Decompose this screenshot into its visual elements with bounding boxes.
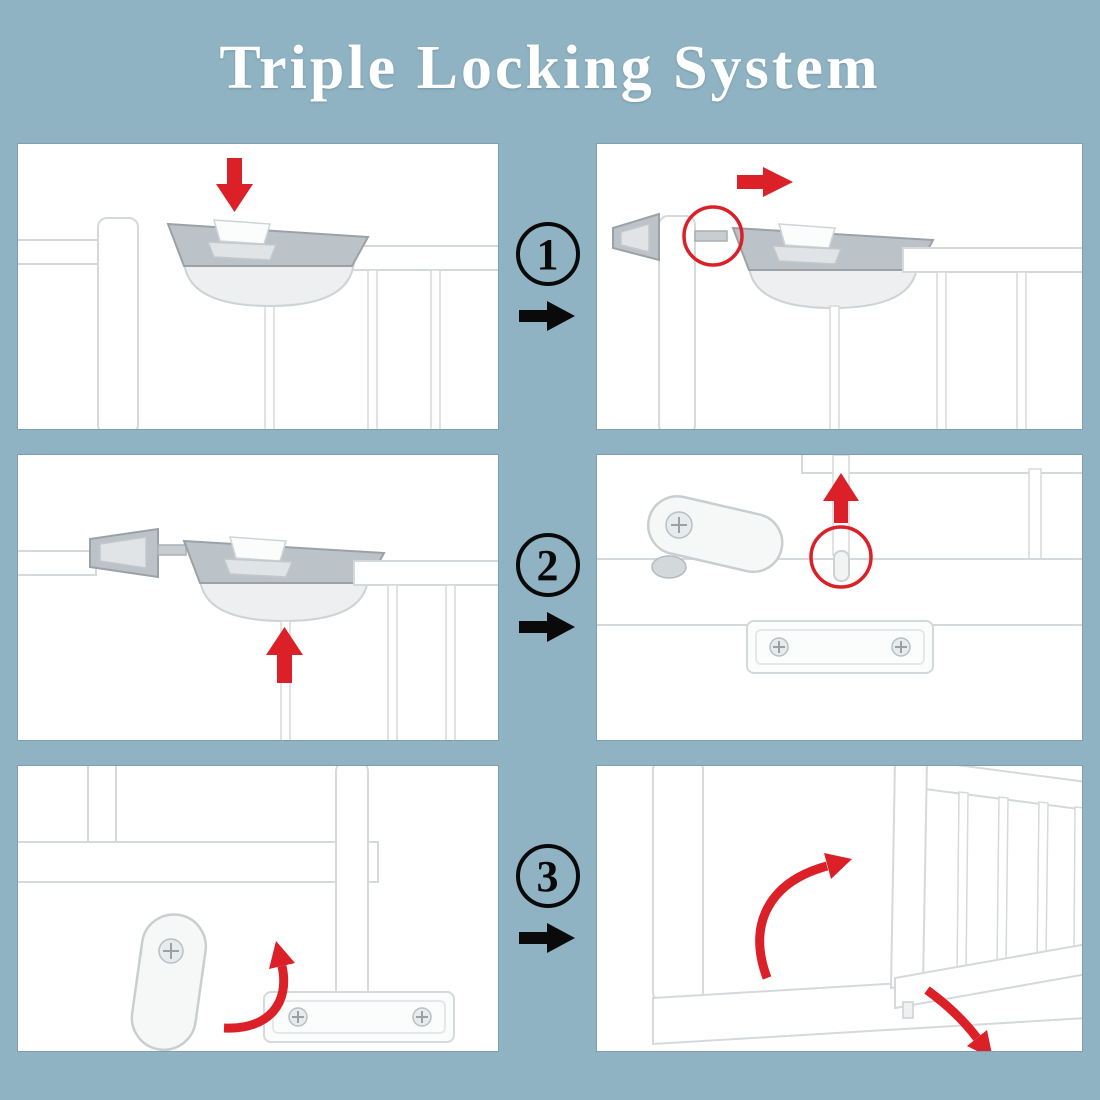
- step-2-row: 2: [18, 455, 1082, 741]
- gate-right-rail: [337, 245, 498, 272]
- bottom-lock-knob: [646, 495, 784, 579]
- bottom-lock-knob: [130, 913, 208, 1052]
- step-1-indicator: 1: [498, 144, 597, 429]
- step-3-after-panel: [597, 766, 1082, 1052]
- gate-bar: [87, 766, 117, 848]
- step-3-number: 3: [515, 844, 580, 909]
- floor-base-plate: [746, 620, 934, 675]
- red-curved-arrow-up-icon: [755, 853, 852, 980]
- step-1-after-panel: [597, 144, 1082, 430]
- step-3-indicator: 3: [498, 766, 597, 1051]
- frame-clamp-cap: [612, 212, 660, 262]
- gate-right-rail: [902, 247, 1082, 274]
- open-gate-door: [889, 766, 1082, 1019]
- top-lock-handle: [166, 219, 370, 308]
- press-lock-down-illustration: [18, 158, 498, 430]
- gate-bottom-beam: [18, 841, 379, 884]
- step-1-row: 1: [18, 144, 1082, 430]
- red-circle-highlight: [809, 525, 873, 589]
- gate-left-post: [97, 217, 139, 430]
- step-3-before-panel: [18, 766, 498, 1052]
- red-curved-arrow-down-icon: [924, 986, 992, 1052]
- slide-lock-outward-illustration: [612, 167, 1082, 430]
- gate-bar: [936, 271, 947, 430]
- floor-base-plate: [263, 991, 455, 1044]
- gate-top-rail: [801, 455, 1082, 475]
- latch-pin: [833, 550, 850, 583]
- gate-post: [335, 766, 369, 1008]
- step-2-after-panel: [597, 455, 1082, 741]
- step-number-text: 3: [536, 851, 559, 901]
- gate-bar: [829, 305, 840, 430]
- gate-swings-open-illustration: [652, 766, 1082, 1052]
- gate-right-rail: [353, 560, 498, 587]
- step-1-number: 1: [515, 222, 580, 287]
- gate-bar: [445, 584, 456, 741]
- step-number-text: 2: [536, 540, 559, 590]
- gate-bar: [387, 584, 398, 741]
- page-title: Triple Locking System: [219, 34, 881, 102]
- lift-lock-up-illustration: [18, 528, 498, 741]
- gate-bar: [367, 269, 378, 430]
- red-arrow-right-icon: [737, 167, 793, 198]
- step-1-before-panel: [18, 144, 498, 430]
- lock-pin: [694, 230, 728, 242]
- bottom-pin-release-illustration: [597, 455, 1082, 675]
- red-arrow-down-icon: [216, 158, 253, 213]
- frame-clamp-cap: [89, 528, 159, 579]
- hinge-pin: [902, 1001, 914, 1019]
- steps-grid: 1: [0, 144, 1100, 1052]
- gate-left-rail: [18, 550, 97, 577]
- gate-bar: [1028, 468, 1042, 562]
- gate-bar: [1016, 271, 1027, 430]
- red-curved-arrow-icon: [223, 941, 295, 1033]
- lock-pin: [157, 544, 187, 556]
- rotate-bottom-knob-illustration: [18, 766, 455, 1052]
- top-lock-handle: [182, 536, 386, 623]
- black-arrow-right-icon: [518, 301, 575, 332]
- black-arrow-right-icon: [518, 923, 575, 954]
- gate-left-post: [658, 215, 696, 430]
- step-2-number: 2: [515, 533, 580, 598]
- gate-bar: [430, 269, 441, 430]
- red-arrow-up-icon: [823, 473, 859, 524]
- step-2-indicator: 2: [498, 455, 597, 740]
- gate-bar: [264, 303, 275, 430]
- top-lock-handle: [731, 223, 935, 310]
- step-2-before-panel: [18, 455, 498, 741]
- frame-post: [652, 766, 704, 1006]
- step-number-text: 1: [536, 229, 559, 279]
- step-3-row: 3: [18, 766, 1082, 1052]
- red-arrow-up-icon: [266, 627, 303, 684]
- black-arrow-right-icon: [518, 612, 575, 643]
- red-circle-highlight: [682, 205, 744, 267]
